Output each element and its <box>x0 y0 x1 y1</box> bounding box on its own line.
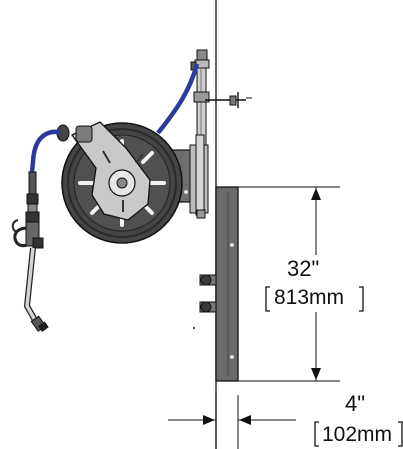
hose-reel <box>56 121 183 244</box>
height-dimension <box>238 186 364 382</box>
depth-imperial-label: 4" <box>345 391 366 416</box>
outlet-hose <box>29 129 61 173</box>
depth-metric-label: 102mm <box>322 423 393 446</box>
height-imperial-label: 32" <box>287 256 320 281</box>
depth-dimension <box>168 395 403 449</box>
spray-gun <box>11 171 49 332</box>
height-metric-label: 813mm <box>274 286 345 309</box>
supply-hose <box>156 63 200 135</box>
wall-mount-panel <box>193 186 239 382</box>
supply-pipe-assembly <box>190 49 252 149</box>
